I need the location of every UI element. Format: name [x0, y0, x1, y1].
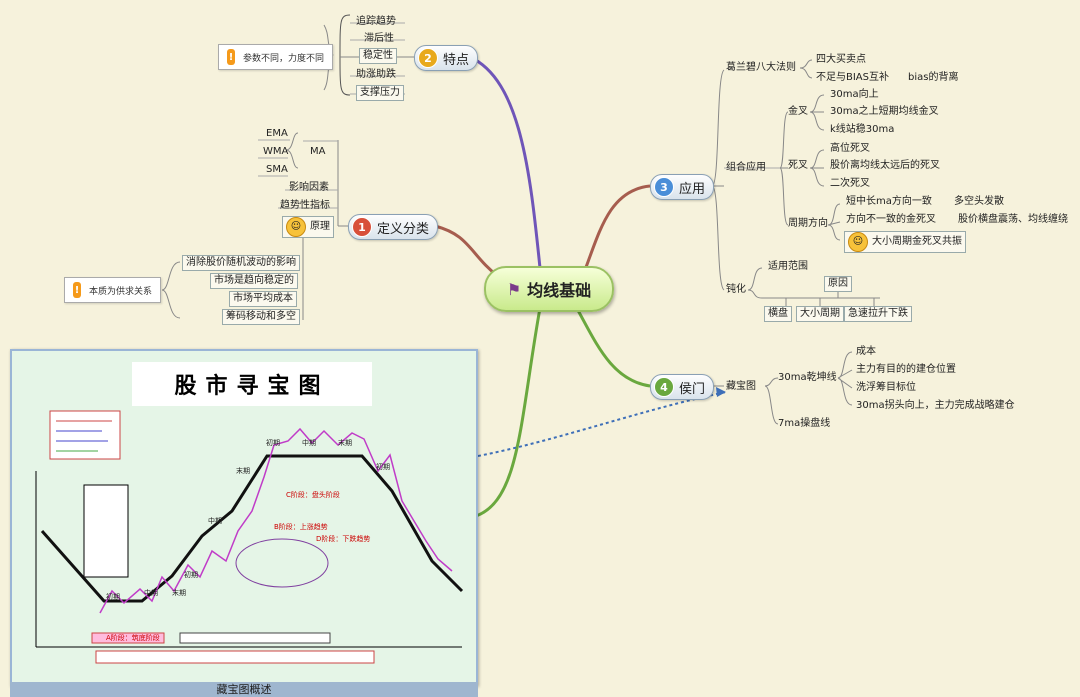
image-caption: 藏宝图概述	[10, 682, 478, 697]
feature-item[interactable]: 稳定性	[359, 48, 397, 64]
ma-type[interactable]: WMA	[263, 146, 289, 157]
principle-item[interactable]: 筹码移动和多空	[222, 309, 300, 325]
reason-item[interactable]: 大小周期	[796, 306, 844, 322]
stage-label: 末期	[236, 467, 250, 475]
ma-type[interactable]: SMA	[266, 164, 288, 175]
smile-icon: ☺	[286, 217, 306, 237]
warning-icon: !	[227, 49, 235, 65]
number-badge: 4	[654, 377, 674, 397]
factors[interactable]: 影响因素	[289, 182, 329, 193]
number-badge: 1	[352, 217, 372, 237]
golden-item[interactable]: 30ma之上短期均线金叉	[830, 106, 939, 117]
stage-label: 中期	[208, 517, 222, 525]
treasure-map-chart	[35, 410, 464, 664]
definition-note: ! 本质为供求关系	[64, 277, 162, 303]
cycle-resonance[interactable]: ☺ 大小周期金死叉共振	[844, 231, 966, 253]
stage-a: A阶段：筑底阶段	[106, 634, 160, 642]
warning-icon: !	[73, 282, 81, 298]
treasure-map-node[interactable]: 藏宝图	[726, 381, 756, 392]
death-item[interactable]: 股价离均线太远后的死叉	[830, 160, 940, 171]
ma30-item[interactable]: 洗浮筹目标位	[856, 382, 916, 393]
feature-item[interactable]: 追踪趋势	[356, 16, 396, 27]
stage-label: 初期	[184, 571, 198, 579]
treasure-map-image[interactable]: 股市寻宝图 初期 中期 末期 初期 中期 末期 初期 中期 末期 初期 A阶段：…	[10, 349, 478, 686]
features-note: ! 参数不同，力度不同	[218, 44, 334, 70]
number-badge: 2	[418, 48, 438, 68]
center-label: 均线基础	[527, 281, 592, 300]
death-cross[interactable]: 死叉	[788, 160, 808, 171]
cycle-item[interactable]: 短中长ma方向一致	[846, 196, 932, 207]
death-item[interactable]: 高位死叉	[830, 143, 870, 154]
golden-item[interactable]: 30ma向上	[830, 89, 879, 100]
stage-label: 末期	[172, 589, 186, 597]
dull-reason[interactable]: 原因	[824, 276, 852, 292]
feature-item[interactable]: 助涨助跌	[356, 69, 396, 80]
granville-item[interactable]: 不足与BIAS互补	[816, 72, 889, 83]
center-topic[interactable]: ⚑ 均线基础	[484, 266, 614, 312]
stage-d: D阶段：下跌趋势	[316, 535, 371, 543]
features-branch[interactable]: 2 特点	[414, 45, 479, 71]
treasure-map-title: 股市寻宝图	[132, 362, 372, 406]
ma30-item[interactable]: 成本	[856, 346, 876, 357]
stage-label: 初期	[106, 593, 120, 601]
stage-c: C阶段：盘头阶段	[286, 491, 340, 499]
reason-item[interactable]: 急速拉升下跌	[844, 306, 912, 322]
feature-item[interactable]: 支撑压力	[356, 85, 404, 101]
principle-item[interactable]: 市场平均成本	[229, 291, 297, 307]
stage-label: 中期	[302, 439, 316, 447]
ma-label[interactable]: MA	[310, 146, 326, 157]
dull-label[interactable]: 钝化	[726, 284, 746, 295]
granville-item[interactable]: 四大买卖点	[816, 54, 866, 65]
stage-b: B阶段：上涨趋势	[274, 523, 328, 531]
number-badge: 3	[654, 177, 674, 197]
trend-indicator[interactable]: 趋势性指标	[280, 200, 330, 211]
cycle-item[interactable]: 方向不一致的金死叉	[846, 214, 936, 225]
ma30-item[interactable]: 主力有目的的建仓位置	[856, 364, 956, 375]
ma30-item[interactable]: 30ma拐头向上，主力完成战略建仓	[856, 400, 1015, 411]
golden-cross[interactable]: 金叉	[788, 106, 808, 117]
stage-label: 中期	[144, 589, 158, 597]
stage-label: 初期	[376, 463, 390, 471]
granville-rule[interactable]: 葛兰碧八大法则	[726, 62, 796, 73]
combo-label[interactable]: 组合应用	[726, 162, 766, 173]
flag-icon: ⚑	[506, 279, 522, 299]
ma30-node[interactable]: 30ma乾坤线	[778, 372, 837, 383]
cycle-result[interactable]: 多空头发散	[954, 196, 1004, 207]
marquis-branch[interactable]: 4 侯门	[650, 374, 715, 400]
dull-scope[interactable]: 适用范围	[768, 261, 808, 272]
bias-divergence[interactable]: bias的背离	[908, 72, 959, 83]
cycle-result[interactable]: 股价横盘震荡、均线缠绕	[958, 214, 1068, 225]
definition-branch[interactable]: 1 定义分类	[348, 214, 439, 240]
cycle-direction[interactable]: 周期方向	[788, 218, 828, 229]
principle-item[interactable]: 市场是趋向稳定的	[210, 273, 298, 289]
stage-label: 初期	[266, 439, 280, 447]
reason-item[interactable]: 横盘	[764, 306, 792, 322]
principle-item[interactable]: 消除股价随机波动的影响	[182, 255, 300, 271]
stage-label: 末期	[338, 439, 352, 447]
smile-icon: ☺	[848, 232, 868, 252]
application-branch[interactable]: 3 应用	[650, 174, 715, 200]
ma7-node[interactable]: 7ma操盘线	[778, 418, 831, 429]
feature-item[interactable]: 滞后性	[364, 33, 394, 44]
ma-type[interactable]: EMA	[266, 128, 288, 139]
death-item[interactable]: 二次死叉	[830, 178, 870, 189]
golden-item[interactable]: k线站稳30ma	[830, 124, 895, 135]
principle-node[interactable]: ☺ 原理	[282, 216, 334, 238]
